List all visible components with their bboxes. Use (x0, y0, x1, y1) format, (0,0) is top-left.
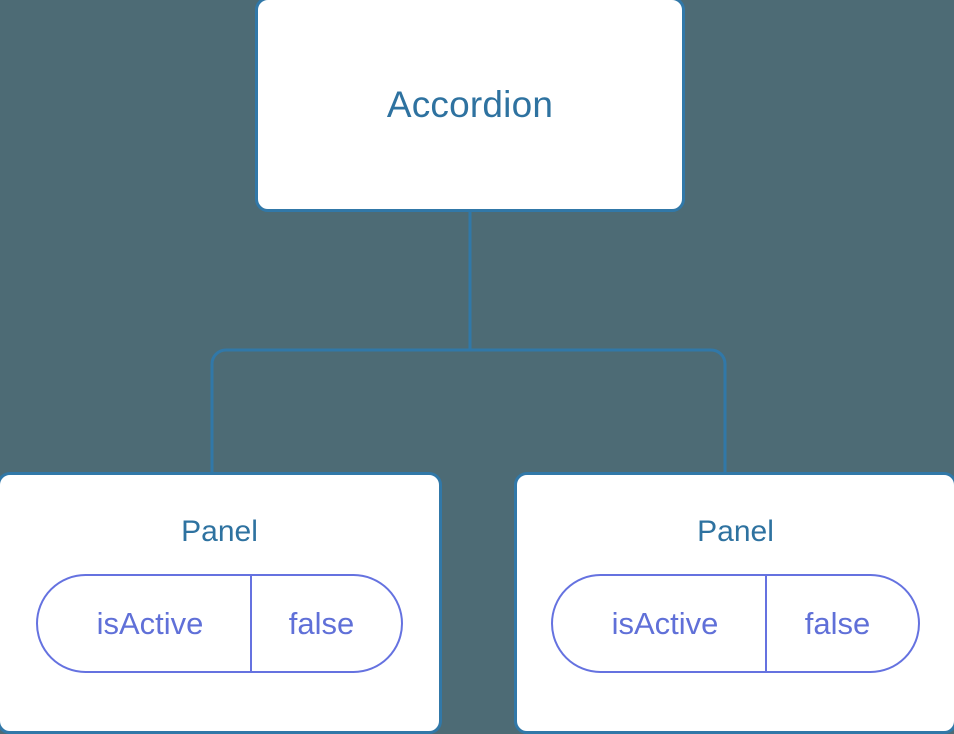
prop-key: isActive (38, 576, 252, 671)
edge-bus-to-panel-0 (210, 348, 470, 474)
node-panel-1[interactable]: Panel isActive false (514, 472, 954, 734)
prop-key: isActive (553, 576, 767, 671)
prop-pill-is-active[interactable]: isActive false (551, 574, 920, 673)
node-title: Panel (181, 515, 258, 548)
node-accordion[interactable]: Accordion (255, 0, 685, 212)
prop-value: false (804, 606, 871, 641)
edge-bus-to-panel-1 (470, 348, 727, 474)
node-title: Panel (697, 515, 774, 548)
prop-value: false (288, 606, 355, 641)
node-panel-0[interactable]: Panel isActive false (0, 472, 442, 734)
prop-pill-is-active[interactable]: isActive false (36, 574, 403, 673)
node-title: Accordion (386, 84, 554, 125)
